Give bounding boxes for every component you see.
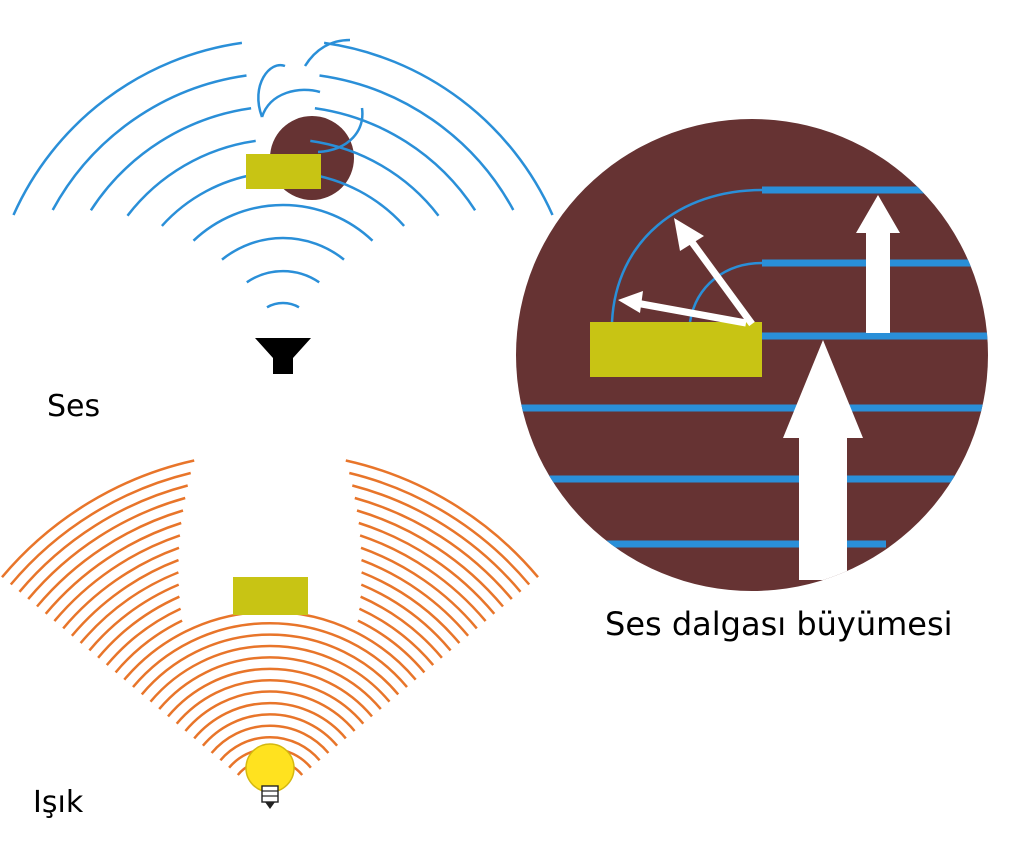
light-wavefront (360, 583, 452, 652)
light-wavefront (9, 471, 191, 586)
light-wavefront (351, 484, 522, 593)
light-wavefront (345, 459, 539, 579)
sound-panel: Ses (12, 38, 554, 424)
light-wavefront (97, 595, 180, 659)
light-wavefront (27, 496, 186, 600)
light-wavefront (219, 736, 321, 762)
light-wavefront (88, 583, 180, 652)
arrow-icon (618, 291, 747, 327)
sound-wavefront (317, 107, 364, 154)
light-wavefront (360, 546, 478, 630)
sound-wavefront (126, 139, 256, 217)
light-wavefront (210, 724, 330, 754)
sound-wavefront (319, 74, 515, 211)
arrow-icon (783, 340, 863, 580)
light-wavefront (79, 571, 179, 644)
light-wavefront (360, 595, 443, 659)
arrow-icon (674, 218, 755, 327)
speaker-icon (255, 338, 311, 374)
sound-wavefront (310, 139, 440, 217)
sound-label: Ses (47, 389, 100, 424)
light-wavefront (361, 571, 461, 644)
light-wavefront (361, 558, 470, 637)
object-block (590, 322, 762, 377)
light-wavefront (193, 701, 347, 740)
light-wavefront (105, 607, 182, 666)
sound-wavefront (323, 41, 554, 216)
light-wavefront (18, 484, 189, 593)
light-wavefront (1, 459, 195, 579)
sound-wavefront (266, 301, 300, 309)
light-wavefront (53, 534, 181, 622)
sound-wavefront (12, 41, 243, 216)
light-wavefront (349, 471, 531, 586)
light-panel: Işık (1, 459, 539, 820)
object-block (246, 154, 321, 189)
sound-wavefront (314, 106, 477, 211)
light-wavefront (36, 509, 184, 608)
light-wavefront (158, 656, 382, 710)
light-wavefront (358, 607, 435, 666)
arrow-icon (856, 195, 900, 333)
sound-wavefront (246, 269, 320, 284)
light-label: Işık (33, 785, 84, 820)
light-wavefront (358, 521, 496, 615)
light-bulb-icon (245, 743, 295, 809)
sound-wave-group (12, 38, 554, 309)
light-wavefront (184, 690, 356, 732)
light-wavefront (359, 534, 487, 622)
sound-wavefront (257, 63, 286, 118)
light-wavefront (175, 678, 365, 725)
light-wave-group (1, 459, 539, 776)
sound-wavefront (303, 38, 351, 67)
light-wavefront (132, 622, 408, 688)
sound-growth-label: Ses dalgası büyümesi (605, 605, 953, 643)
light-wavefront (357, 619, 426, 674)
light-wavefront (149, 644, 391, 703)
light-wavefront (62, 546, 180, 630)
light-wavefront (140, 633, 400, 696)
sound-wavefront (160, 172, 261, 227)
sound-wavefront (192, 203, 374, 242)
light-wavefront (354, 496, 513, 600)
object-block (233, 577, 308, 615)
sound-wavefront (221, 236, 345, 261)
light-wavefront (201, 713, 339, 747)
light-wavefront (44, 521, 182, 615)
light-wavefront (114, 619, 183, 674)
light-wavefront (70, 558, 179, 637)
zoom-panel: Ses dalgası büyümesi (516, 119, 988, 643)
sound-wavefront (51, 74, 247, 211)
light-wavefront (167, 667, 373, 718)
sound-wavefront (260, 88, 321, 118)
sound-wavefront (89, 106, 252, 211)
light-wavefront (356, 509, 504, 608)
